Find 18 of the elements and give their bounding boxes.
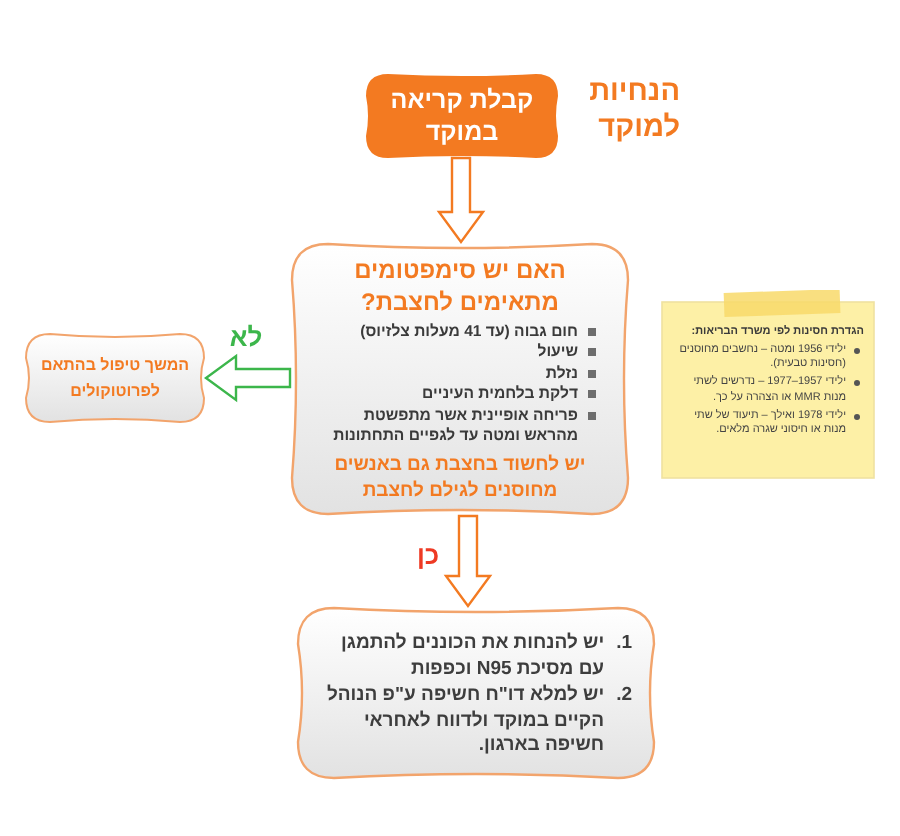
warning-text: יש לחשוד בחצבת גם באנשים מחוסנים לגילם לחצבת xyxy=(332,452,588,505)
hollow-arrow xyxy=(203,353,292,403)
step-text: יש להנחות את הכוננים להתמגן עם מסיכת N95 וכפפות xyxy=(339,632,605,682)
process-box xyxy=(366,74,558,158)
diagram-title: הנחיות למוקד xyxy=(587,74,680,146)
hollow-arrow xyxy=(443,514,493,609)
outcome-box xyxy=(24,332,206,424)
step-text: יש למלא דו"ח חשיפה ע"פ הנוהל הקיים במוקד ולדווח לאחראי חשיפה בארגון. xyxy=(324,684,605,759)
decision-box xyxy=(290,242,630,516)
step-number: 1. xyxy=(616,632,632,657)
question-heading: האם יש סימפטומים מתאימים לחצבת? xyxy=(352,254,568,318)
step-number: 2. xyxy=(616,684,632,709)
edge-label: לא xyxy=(225,321,267,351)
action-box xyxy=(296,606,656,780)
sticky-note xyxy=(660,290,876,480)
box-text: המשך טיפול בהתאם לפרוטוקולים xyxy=(38,354,192,404)
hollow-arrow xyxy=(436,156,486,245)
box-text: קבלת קריאה במוקד xyxy=(388,84,536,148)
